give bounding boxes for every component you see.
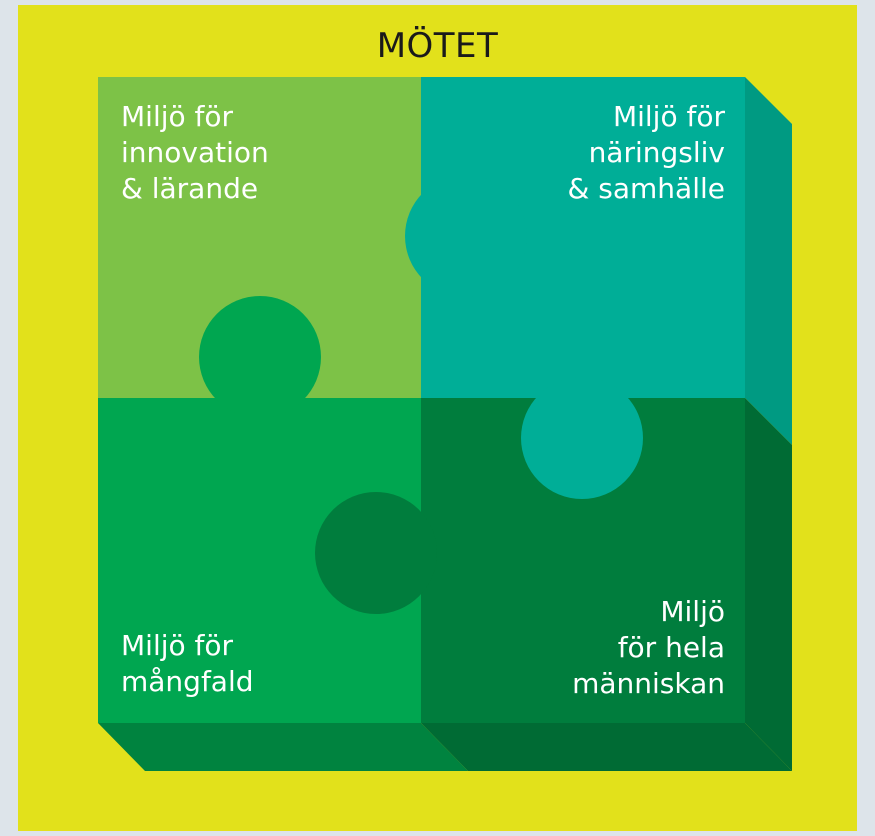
label-line: Miljö [660,595,725,628]
puzzle-right-side-upper [745,77,792,445]
label-line: & samhälle [567,172,725,205]
label-line: näringsliv [588,136,725,169]
label-line: mångfald [121,665,254,698]
puzzle-right-side-lower [745,398,792,771]
knob-bottom-right-into-left [315,492,437,614]
puzzle-bottom-side-left [98,723,468,771]
piece-label-mangfald: Miljö för mångfald [121,628,254,700]
knob-top-right-into-left [405,175,527,297]
label-line: innovation [121,136,269,169]
puzzle-bottom-side-right [421,723,792,771]
label-line: & lärande [121,172,259,205]
piece-label-naringsliv: Miljö för näringsliv & samhälle [568,99,725,207]
label-line: Miljö för [121,100,234,133]
piece-label-manniskan: Miljö för hela människan [572,594,725,702]
knob-top-right-into-bottom [521,377,643,499]
label-line: Miljö för [121,629,234,662]
label-line: människan [572,667,725,700]
label-line: Miljö för [612,100,725,133]
piece-label-innovation: Miljö för innovation & lärande [121,99,269,207]
label-line: för hela [617,631,725,664]
knob-top-left-into-bottom [199,296,321,418]
diagram-title: MÖTET [376,26,499,66]
